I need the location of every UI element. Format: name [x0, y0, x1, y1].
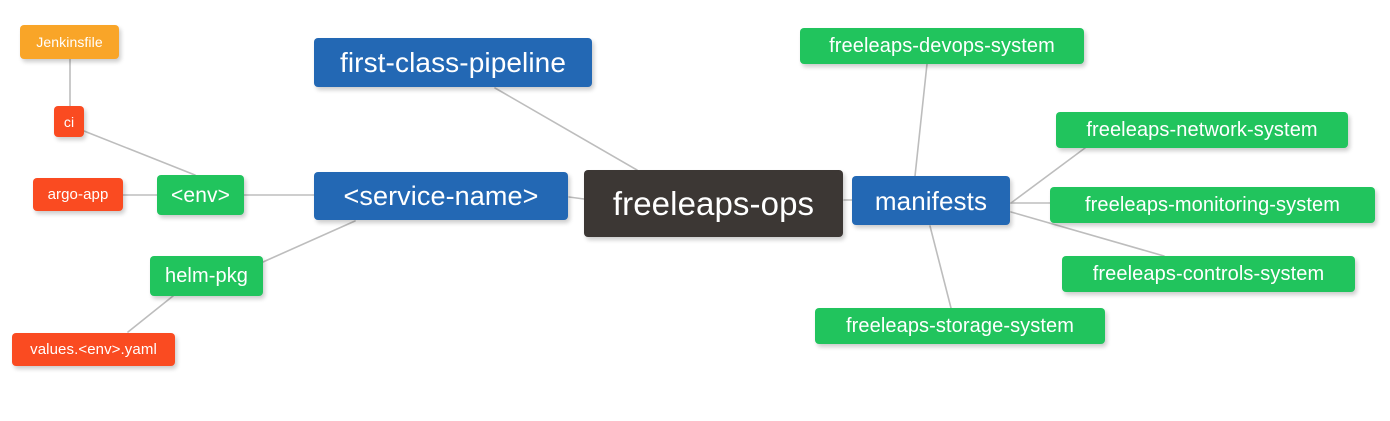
edge-pipeline-ops [494, 87, 638, 171]
edge-manifests-storage [929, 225, 952, 309]
node-argo-app[interactable]: argo-app [33, 178, 123, 211]
node-jenkinsfile[interactable]: Jenkinsfile [20, 25, 119, 59]
edge-service-name-helm-pkg [262, 220, 356, 263]
edge-ci-env [83, 130, 196, 176]
node-helm-pkg[interactable]: helm-pkg [150, 256, 263, 296]
node-label-jenkinsfile: Jenkinsfile [36, 34, 103, 50]
node-freeleaps-controls-system[interactable]: freeleaps-controls-system [1062, 256, 1355, 292]
node-label-manifests: manifests [874, 185, 988, 216]
node-manifests[interactable]: manifests [852, 176, 1010, 225]
node-label-ci: ci [63, 113, 75, 130]
node-label-freeleaps-network-system: freeleaps-network-system [1086, 119, 1318, 141]
node-values-yaml[interactable]: values.<env>.yaml [12, 333, 175, 366]
edge-helm-pkg-values [127, 295, 174, 333]
node-freeleaps-devops-system[interactable]: freeleaps-devops-system [800, 28, 1084, 64]
node-label-freeleaps-storage-system: freeleaps-storage-system [845, 315, 1075, 337]
node-label-freeleaps-ops: freeleaps-ops [612, 185, 815, 222]
node-env[interactable]: <env> [157, 175, 244, 215]
edge-manifests-devops [914, 63, 928, 177]
node-freeleaps-network-system[interactable]: freeleaps-network-system [1056, 112, 1348, 148]
node-label-service-name: <service-name> [343, 180, 539, 211]
node-label-helm-pkg: helm-pkg [164, 265, 249, 287]
node-freeleaps-storage-system[interactable]: freeleaps-storage-system [815, 308, 1105, 344]
node-label-freeleaps-devops-system: freeleaps-devops-system [829, 35, 1055, 57]
node-freeleaps-monitoring-system[interactable]: freeleaps-monitoring-system [1050, 187, 1375, 223]
node-ci[interactable]: ci [54, 106, 84, 137]
edge-service-name-ops [568, 196, 585, 200]
node-label-first-class-pipeline: first-class-pipeline [339, 46, 567, 78]
node-label-freeleaps-controls-system: freeleaps-controls-system [1092, 263, 1325, 285]
node-label-freeleaps-monitoring-system: freeleaps-monitoring-system [1084, 194, 1340, 216]
node-label-values-yaml: values.<env>.yaml [30, 341, 157, 358]
node-label-argo-app: argo-app [47, 186, 109, 203]
node-freeleaps-ops[interactable]: freeleaps-ops [584, 170, 843, 237]
node-first-class-pipeline[interactable]: first-class-pipeline [314, 38, 592, 87]
node-label-env: <env> [171, 183, 230, 207]
node-service-name[interactable]: <service-name> [314, 172, 568, 220]
